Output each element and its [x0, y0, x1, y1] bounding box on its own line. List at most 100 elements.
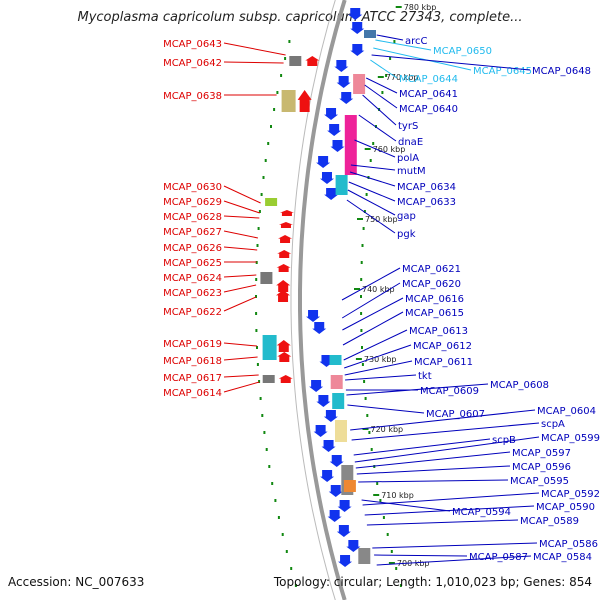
- gene-label-right: mutM: [397, 166, 426, 177]
- leader-line-right: [347, 404, 425, 414]
- gene-arrow-reverse: [330, 140, 345, 152]
- leader-line-right: [349, 171, 396, 187]
- gene-arrow-reverse: [316, 395, 331, 407]
- tick-dot: [360, 329, 363, 332]
- gene-block: [265, 198, 278, 206]
- scale-label: 750 kbp: [365, 215, 398, 224]
- tick-dot: [360, 261, 363, 264]
- tick-dot: [382, 516, 385, 519]
- gene-label-right: MCAP_0590: [536, 502, 595, 513]
- tick-dot: [271, 482, 274, 485]
- tick-dot: [274, 499, 277, 502]
- tick-dot: [258, 380, 261, 383]
- tick-dot: [265, 448, 268, 451]
- leader-line-right: [342, 311, 404, 346]
- leader-line-left: [223, 185, 261, 204]
- leader-line-right: [353, 438, 491, 456]
- tick-dot: [363, 210, 366, 213]
- gene-arrow-reverse: [312, 322, 327, 334]
- gene-arrow-reverse: [348, 8, 363, 20]
- leader-line-right: [343, 329, 408, 361]
- gene-block: [260, 272, 273, 284]
- leader-line-right: [374, 554, 468, 557]
- gene-arrow-reverse: [346, 540, 361, 552]
- leader-line-right: [358, 114, 397, 142]
- leader-line-right: [372, 542, 538, 549]
- gene-label-right: MCAP_0645: [473, 66, 532, 77]
- gene-label-right: MCAP_0609: [420, 386, 479, 397]
- tick-dot: [285, 550, 288, 553]
- leader-line-right: [366, 519, 519, 526]
- tick-dot: [389, 57, 392, 60]
- gene-label-right: MCAP_0589: [520, 516, 579, 527]
- leader-line-right: [364, 84, 398, 109]
- gene-label-right: MCAP_0611: [414, 357, 473, 368]
- gene-label-left: MCAP_0619: [163, 339, 222, 350]
- tick-dot: [264, 159, 267, 162]
- tick-dot: [381, 91, 384, 94]
- gene-label-right: MCAP_0586: [539, 539, 598, 550]
- scale-label: 720 kbp: [371, 425, 404, 434]
- gene-label-left: MCAP_0618: [163, 356, 222, 367]
- gene-label-right: MCAP_0634: [397, 182, 456, 193]
- leader-line-left: [223, 42, 286, 56]
- gene-arrow-reverse: [313, 425, 328, 437]
- tick-dot: [362, 227, 365, 230]
- tick-dot: [393, 40, 396, 43]
- leader-line-left: [223, 61, 284, 64]
- gene-label-left: MCAP_0624: [163, 273, 222, 284]
- gene-label-right: MCAP_0613: [409, 326, 468, 337]
- tick-dot: [284, 57, 287, 60]
- tick-dot: [259, 397, 262, 400]
- tick-dot: [368, 431, 371, 434]
- gene-arrow-forward: [305, 56, 320, 66]
- gene-label-right: MCAP_0640: [399, 104, 458, 115]
- leader-line-right: [347, 189, 396, 216]
- leader-line-right: [371, 54, 531, 71]
- gene-block: [262, 375, 275, 383]
- gene-block: [329, 355, 342, 365]
- gene-arrow-forward: [276, 290, 291, 302]
- tick-dot: [365, 193, 368, 196]
- gene-label-right: MCAP_0584: [533, 552, 592, 563]
- leader-line-right: [354, 436, 540, 463]
- gene-block: [332, 393, 345, 409]
- tick-dot: [256, 346, 258, 349]
- tick-dot: [360, 295, 362, 298]
- gene-label-left: MCAP_0622: [163, 307, 222, 318]
- gene-arrow-reverse: [327, 124, 342, 136]
- gene-arrow-forward: [276, 340, 291, 352]
- gene-label-right: tyrS: [398, 121, 418, 132]
- genome-backbone-inner: [290, 0, 336, 600]
- gene-arrow-reverse: [327, 510, 342, 522]
- leader-line-left: [223, 246, 258, 251]
- gene-label-right: scpB: [492, 435, 516, 446]
- leader-line-right: [376, 34, 404, 41]
- gene-block: [343, 480, 356, 492]
- gene-block: [358, 548, 371, 564]
- gene-label-left: MCAP_0617: [163, 373, 222, 384]
- gene-label-right: MCAP_0594: [452, 507, 511, 518]
- gene-arrow-forward: [277, 352, 292, 362]
- leader-line-right: [355, 451, 511, 469]
- leader-line-left: [223, 381, 260, 393]
- leader-line-left: [223, 342, 258, 347]
- gene-arrow-forward: [297, 90, 312, 112]
- tick-dot: [263, 431, 266, 434]
- tick-dot: [370, 448, 373, 451]
- gene-label-right: pgk: [397, 229, 416, 240]
- tick-dot: [369, 159, 372, 162]
- leader-line-right: [344, 360, 413, 376]
- tick-dot: [255, 295, 257, 298]
- scale-label: 770 kbp: [386, 73, 419, 82]
- gene-arrow-forward: [276, 280, 291, 292]
- tick-dot: [361, 363, 364, 366]
- tick-dot: [280, 74, 283, 77]
- leader-line-right: [350, 164, 396, 171]
- gene-label-left: MCAP_0643: [163, 39, 222, 50]
- gene-arrow-reverse: [328, 485, 343, 497]
- leader-line-right: [341, 267, 401, 301]
- gene-label-right: MCAP_0616: [405, 294, 464, 305]
- leader-line-right: [375, 39, 432, 51]
